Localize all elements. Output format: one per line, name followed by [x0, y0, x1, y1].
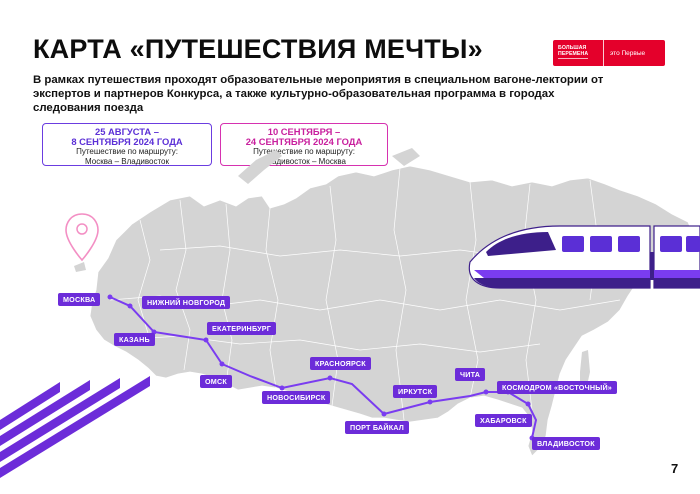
- map-pin-icon: [65, 213, 99, 262]
- lead-paragraph: В рамках путешествия проходят образовате…: [33, 74, 604, 114]
- page-number: 7: [671, 461, 679, 476]
- leg-route: Владивосток – Москва: [262, 156, 346, 166]
- city-label-moscow: МОСКВА: [58, 293, 101, 306]
- corner-stripes: [0, 376, 150, 478]
- city-label-yekaterinburg: ЕКАТЕРИНБУРГ: [207, 322, 277, 335]
- city-label-novosibirsk: НОВОСИБИРСК: [262, 391, 331, 404]
- leg-route: Москва – Владивосток: [85, 156, 169, 166]
- train-illustration: [468, 225, 700, 289]
- city-label-vostochny: КОСМОДРОМ «ВОСТОЧНЫЙ»: [497, 381, 618, 394]
- leg-route-label: Путешествие по маршруту:: [76, 147, 178, 156]
- leg-date-end: 8 СЕНТЯБРЯ 2024 ГОДА: [71, 136, 183, 147]
- novaya-zemlya-shape: [238, 150, 282, 184]
- brand-logo: БОЛЬШАЯ ПЕРЕМЕНА это Первые: [553, 40, 665, 66]
- leg-date-start: 25 АВГУСТА –: [95, 126, 159, 137]
- kaliningrad-shape: [74, 262, 86, 272]
- logo-line1: БОЛЬШАЯ: [558, 45, 587, 51]
- city-label-chita: ЧИТА: [455, 368, 486, 381]
- city-label-port-baikal: ПОРТ БАЙКАЛ: [345, 421, 410, 434]
- city-label-krasnoyarsk: КРАСНОЯРСК: [310, 357, 371, 370]
- leg-route-label: Путешествие по маршруту:: [253, 147, 355, 156]
- city-label-kazan: КАЗАНЬ: [114, 333, 155, 346]
- city-label-irkutsk: ИРКУТСК: [393, 385, 438, 398]
- city-label-khabarovsk: ХАБАРОВСК: [475, 414, 532, 427]
- city-label-nizhny-novgorod: НИЖНИЙ НОВГОРОД: [142, 296, 231, 309]
- city-label-omsk: ОМСК: [200, 375, 232, 388]
- route-line: [109, 296, 538, 439]
- leg-box-forward: 25 АВГУСТА – 8 СЕНТЯБРЯ 2024 ГОДА Путеше…: [42, 123, 212, 166]
- logo-underline: [558, 58, 588, 59]
- page-title: КАРТА «ПУТЕШЕСТВИЯ МЕЧТЫ»: [33, 34, 483, 64]
- logo-line2: ПЕРЕМЕНА: [558, 51, 589, 57]
- leg-date-start: 10 СЕНТЯБРЯ –: [267, 126, 341, 137]
- leg-box-return: 10 СЕНТЯБРЯ – 24 СЕНТЯБРЯ 2024 ГОДА Путе…: [220, 123, 388, 166]
- logo-mark: БОЛЬШАЯ ПЕРЕМЕНА: [553, 40, 604, 66]
- city-label-vladivostok: ВЛАДИВОСТОК: [532, 437, 600, 450]
- severnaya-zemlya-shape: [392, 148, 420, 166]
- logo-tagline: это Первые: [610, 49, 646, 57]
- leg-date-end: 24 СЕНТЯБРЯ 2024 ГОДА: [245, 136, 363, 147]
